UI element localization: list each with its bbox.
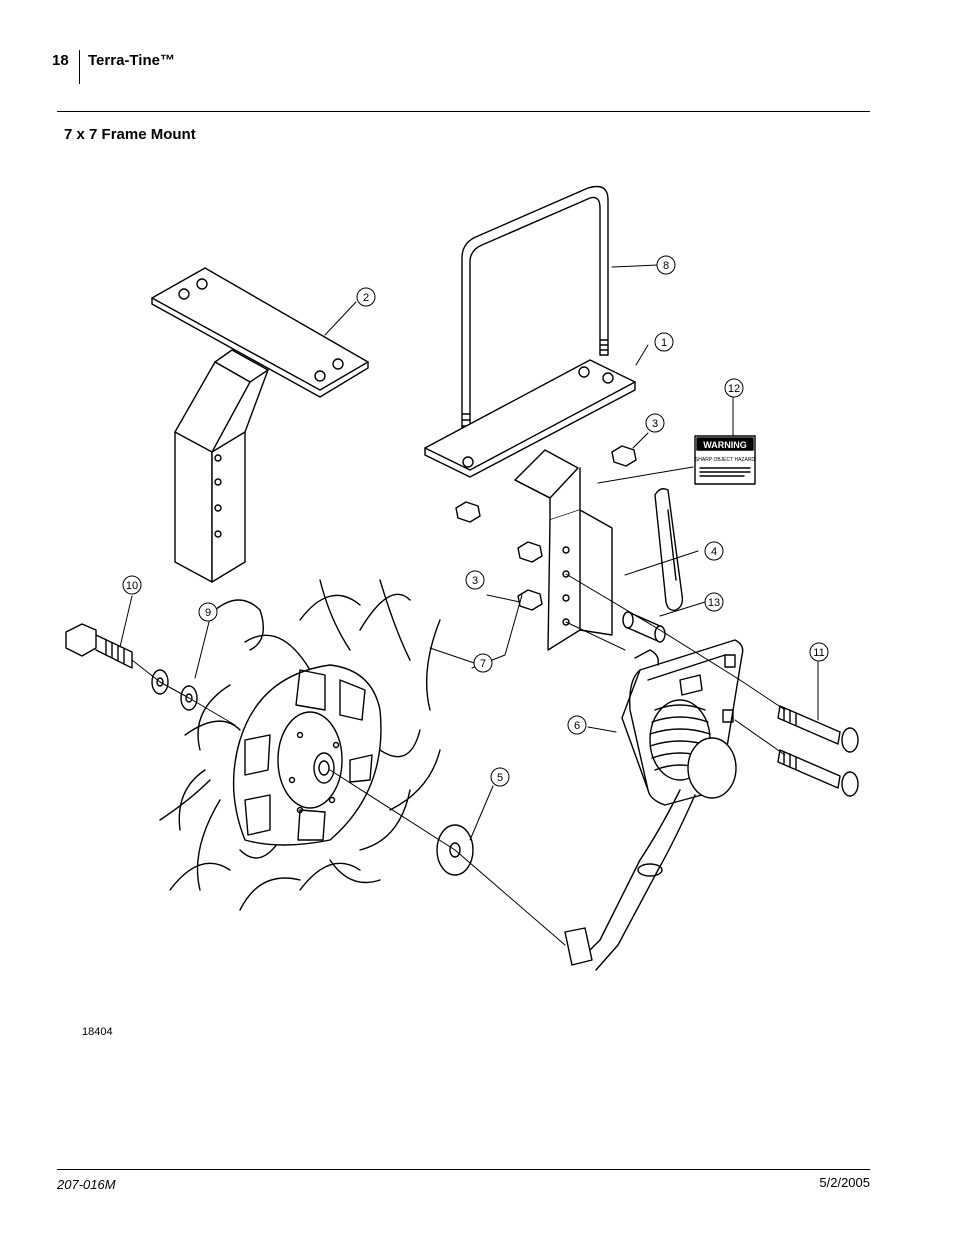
bottom-rule xyxy=(57,1169,870,1170)
callout-7: 5 xyxy=(497,772,503,784)
left-mount-bracket xyxy=(151,267,369,583)
top-rule xyxy=(57,111,870,112)
callout-3a: 3 xyxy=(652,418,658,430)
callout-3b: 3 xyxy=(472,575,478,587)
section-title: 7 x 7 Frame Mount xyxy=(64,126,196,143)
assembly-lines xyxy=(131,573,786,946)
hex-bolt xyxy=(65,623,133,669)
callout-8: 7 xyxy=(480,658,486,670)
callout-bubbles xyxy=(122,255,829,787)
warning-decal-subheading: SHARP OBJECT HAZARD xyxy=(695,457,755,463)
callout-labels: 2 8 1 12 3 4 13 3 7 9 10 6 5 11 xyxy=(126,260,825,784)
callout-13: 13 xyxy=(708,597,720,609)
footer-date: 5/2/2005 xyxy=(819,1175,870,1190)
spring-arm-assembly xyxy=(564,639,744,971)
callout-4: 4 xyxy=(711,546,717,558)
warning-decal-heading: WARNING xyxy=(703,440,747,450)
callout-1: 1 xyxy=(661,337,667,349)
callout-9: 9 xyxy=(205,607,211,619)
figure-number: 18404 xyxy=(82,1026,113,1038)
exploded-parts-diagram: 2 8 1 12 3 4 13 3 7 9 10 6 5 11 WARNING … xyxy=(65,185,859,971)
header-divider xyxy=(79,50,80,84)
warning-decal xyxy=(694,435,756,485)
page-number: 18 xyxy=(52,52,69,69)
callout-11: 11 xyxy=(813,647,824,659)
brand-decal xyxy=(654,488,684,612)
callout-5: 8 xyxy=(663,260,669,272)
leader-lines xyxy=(119,264,819,841)
flange-nuts xyxy=(455,445,637,611)
tine-hub xyxy=(159,579,441,911)
callout-6: 6 xyxy=(574,720,580,732)
carriage-bolts xyxy=(777,705,859,797)
callout-10: 10 xyxy=(126,580,138,592)
right-mount-bracket xyxy=(424,359,636,651)
callout-2: 2 xyxy=(363,292,369,304)
spacer-tube xyxy=(622,611,666,643)
document-title: Terra-Tine™ xyxy=(88,52,175,69)
callout-12: 12 xyxy=(728,383,740,395)
footer-part-number: 207-016M xyxy=(57,1177,116,1192)
